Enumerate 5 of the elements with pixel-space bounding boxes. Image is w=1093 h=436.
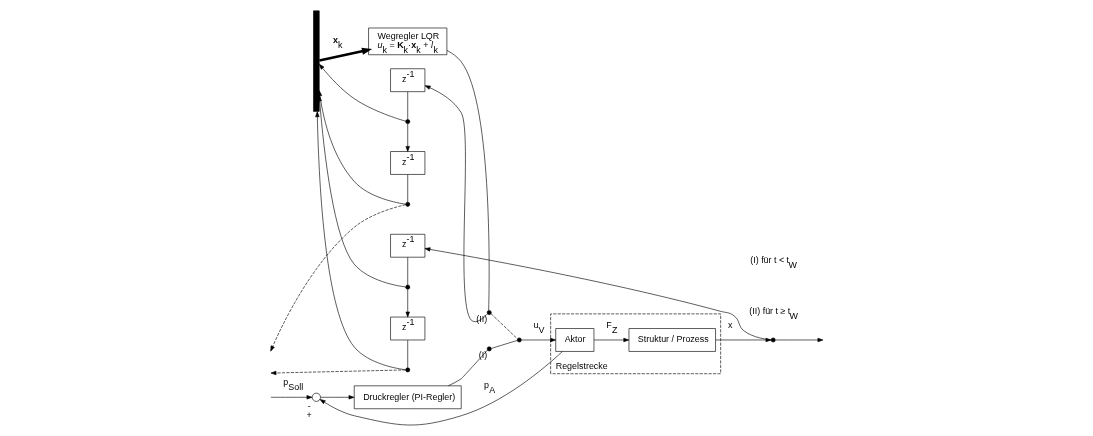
node-label: - bbox=[307, 400, 311, 411]
edge-label: x bbox=[727, 320, 732, 331]
node-label: (I) bbox=[478, 350, 487, 361]
node-label: + bbox=[305, 410, 312, 421]
node-label: (II) bbox=[475, 313, 487, 324]
